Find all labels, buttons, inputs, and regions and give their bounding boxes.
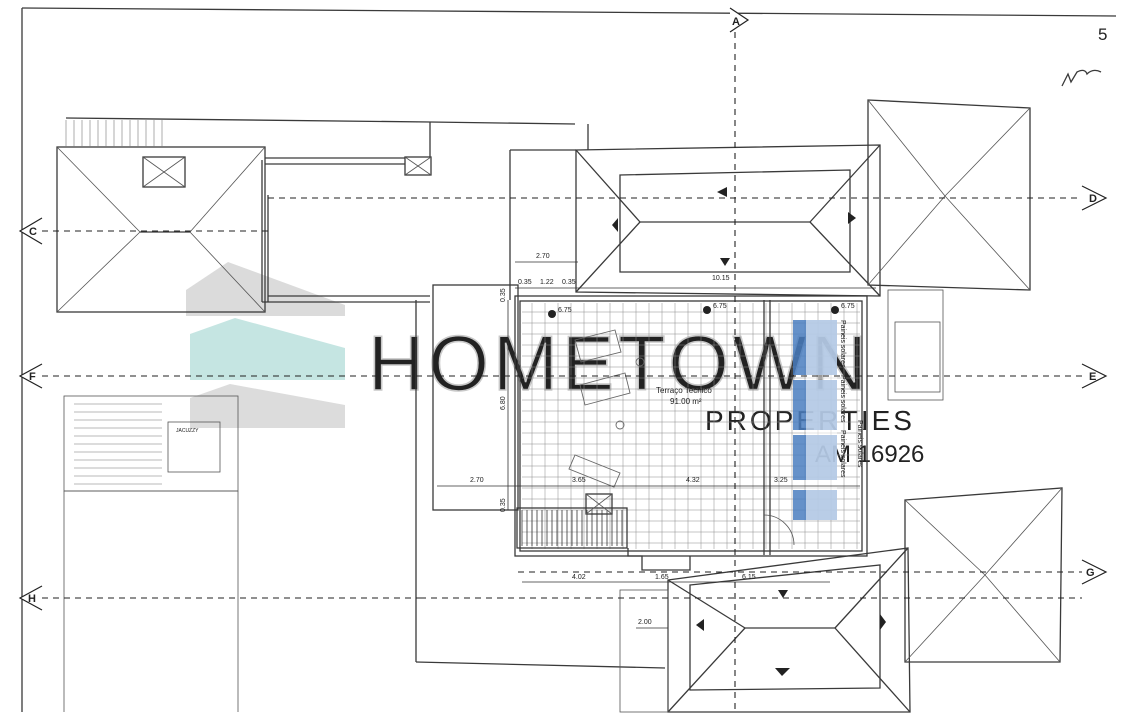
axis-label-g: G — [1086, 567, 1095, 579]
page-number: 5 — [1098, 25, 1107, 44]
level-marker-2: 6.75 — [713, 303, 727, 310]
dimension-labels: 2.70 0.35 1.22 0.35 10.15 0.35 6.80 2.70… — [470, 253, 788, 626]
axis-bubble-a: A — [729, 7, 750, 33]
dim-4-02: 4.02 — [572, 574, 586, 581]
axis-bubble-g: G — [1081, 559, 1108, 585]
dim-2-70-top: 2.70 — [536, 253, 550, 260]
dim-1-65: 1.65 — [655, 574, 669, 581]
solar-panel-label-4: Paineis solares — [856, 420, 863, 468]
axis-label-a: A — [732, 16, 740, 28]
level-marker-1: 6.75 — [558, 307, 572, 314]
dim-0-35-b: 0.35 — [562, 279, 576, 286]
sheet-border — [21, 7, 1117, 712]
grid-axes — [42, 32, 1082, 712]
axis-label-c: C — [29, 226, 37, 238]
axis-label-e: E — [1089, 371, 1096, 383]
level-markers: 6.75 6.75 6.75 — [548, 303, 855, 318]
solar-panels: Paineis solares Paineis solares Paineis … — [793, 320, 863, 520]
axis-label-f: F — [29, 371, 36, 383]
dim-0-35-d: 0.35 — [500, 498, 507, 512]
dim-2-70-mid: 2.70 — [470, 477, 484, 484]
axis-bubble-e: E — [1081, 363, 1108, 389]
axis-bubble-h: H — [18, 585, 43, 611]
axis-label-h: H — [28, 593, 36, 605]
room-area: 91.00 m² — [670, 397, 702, 406]
dim-10-15: 10.15 — [712, 275, 730, 282]
left-lower-area: JACUZZY — [63, 395, 239, 712]
axis-bubble-f: F — [18, 363, 43, 389]
dim-6-15: 6.15 — [742, 574, 756, 581]
roof-top-centre — [509, 124, 881, 300]
dim-4-32: 4.32 — [686, 477, 700, 484]
axis-label-d: D — [1089, 193, 1097, 205]
axis-bubble-c: C — [18, 217, 43, 245]
dim-2-00: 2.00 — [638, 619, 652, 626]
dim-3-65: 3.65 — [572, 477, 586, 484]
dimension-lines — [437, 261, 876, 629]
dim-0-35-c: 0.35 — [500, 288, 507, 302]
signature-mark — [1061, 69, 1102, 87]
roof-top-right — [867, 99, 1031, 401]
axis-bubble-d: D — [1081, 185, 1108, 211]
solar-panel-label-3: Paineis solares — [839, 430, 846, 478]
dim-3-25: 3.25 — [774, 477, 788, 484]
roof-bottom-centre — [619, 547, 911, 713]
solar-panel-label-2: Paineis solares — [839, 375, 846, 423]
roof-left — [56, 117, 576, 313]
level-marker-3: 6.75 — [841, 303, 855, 310]
jacuzzi-label: JACUZZY — [176, 428, 199, 434]
pipework — [261, 122, 666, 669]
room-name: Terraço Tecnico — [656, 386, 712, 395]
dim-1-22: 1.22 — [540, 279, 554, 286]
solar-panel-label-1: Paineis solares — [839, 320, 846, 368]
dim-0-35-a: 0.35 — [518, 279, 532, 286]
roof-bottom-right — [904, 487, 1063, 663]
watermark-brand: HOMETOWN — [368, 319, 871, 407]
dim-6-80: 6.80 — [500, 396, 507, 410]
